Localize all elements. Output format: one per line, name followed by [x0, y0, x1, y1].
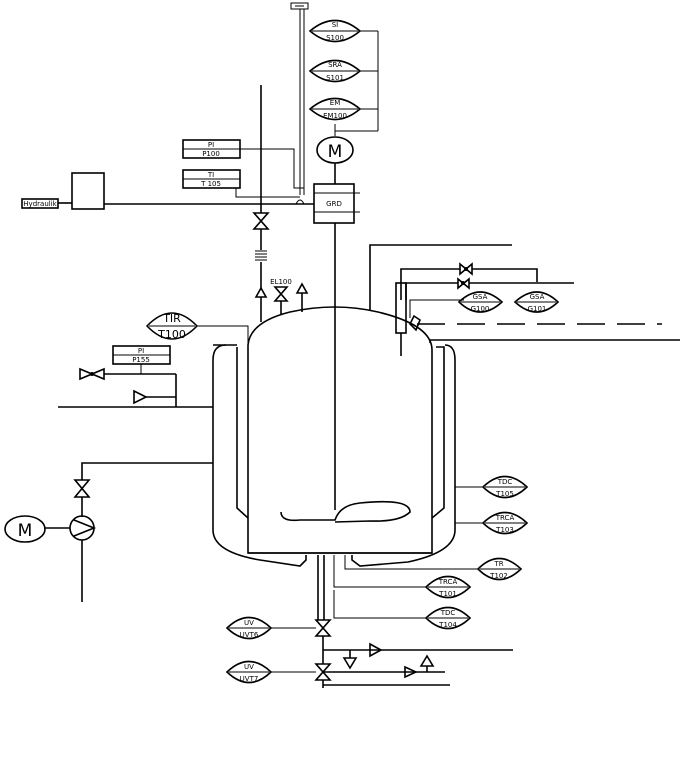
svg-text:G100: G100	[471, 305, 490, 313]
bottom-outlet	[314, 555, 513, 688]
svg-text:TRCA: TRCA	[438, 578, 458, 586]
svg-text:EL100: EL100	[270, 278, 292, 286]
svg-text:TRCA: TRCA	[495, 514, 515, 522]
svg-text:S100: S100	[326, 34, 344, 42]
gearbox-label: GRD	[326, 200, 342, 208]
svg-text:SRA: SRA	[328, 61, 342, 69]
instrument-uv-uvt6: UV UVT6	[225, 616, 316, 640]
el100-nozzle: EL100	[270, 278, 309, 314]
svg-text:P100: P100	[202, 150, 220, 158]
svg-text:UVT7: UVT7	[240, 675, 259, 683]
right-top-piping	[369, 244, 680, 356]
svg-text:TDC: TDC	[440, 609, 456, 617]
instrument-tdc-t105: TDC T105	[455, 475, 529, 499]
instrument-gsa-g101: GSA G101	[513, 291, 560, 313]
instrument-tr-t102: TR T102	[344, 555, 523, 581]
svg-text:GSA: GSA	[473, 293, 488, 301]
svg-text:PI: PI	[138, 347, 144, 355]
instrument-gsa-g100: GSA G100	[457, 291, 504, 313]
svg-text:TDC: TDC	[497, 478, 513, 486]
reactor-vessel	[212, 306, 456, 567]
instrument-tir-t100: TIR T100	[145, 312, 249, 345]
svg-text:P155: P155	[132, 356, 150, 364]
pump	[69, 515, 95, 541]
svg-text:TI: TI	[207, 171, 214, 179]
agitator-blade	[280, 500, 411, 523]
svg-text:SI: SI	[332, 21, 339, 29]
svg-text:T104: T104	[438, 621, 457, 629]
hydraulic-unit: Hydraulik	[21, 172, 314, 210]
instrument-em: EM EM100	[308, 97, 362, 121]
svg-text:UV: UV	[244, 619, 254, 627]
instrument-trca-t103: TRCA T103	[455, 511, 529, 535]
pump-motor	[4, 515, 46, 543]
svg-text:T101: T101	[438, 590, 457, 598]
instrument-sra: SRA S101	[308, 59, 362, 83]
top-nozzle-pipe	[252, 85, 270, 322]
agitator-motor-label: M	[328, 142, 343, 162]
svg-text:S101: S101	[326, 74, 344, 82]
outer-jacket	[212, 344, 307, 567]
svg-text:UVT6: UVT6	[240, 631, 259, 639]
svg-text:T102: T102	[489, 572, 508, 580]
hydraulic-tank	[71, 172, 105, 210]
svg-text:T103: T103	[495, 526, 514, 534]
pump-loop: M	[4, 462, 213, 602]
svg-text:UV: UV	[244, 663, 254, 671]
agitator-drive: M GRD	[290, 2, 379, 510]
svg-text:EM100: EM100	[323, 112, 347, 120]
svg-text:G101: G101	[528, 305, 547, 313]
instrument-ti-t105: TI T 105	[182, 169, 300, 198]
svg-text:EM: EM	[330, 99, 340, 107]
instrument-si: SI S100	[308, 19, 362, 43]
svg-text:T100: T100	[157, 328, 186, 341]
instrument-pi-p155: PI P155	[58, 345, 213, 408]
pump-motor-label: M	[18, 521, 33, 541]
svg-text:TR: TR	[493, 560, 503, 568]
instrument-uv-uvt7: UV UVT7	[225, 660, 316, 684]
svg-text:T105: T105	[495, 490, 514, 498]
instrument-tdc-t104: TDC T104	[333, 590, 472, 630]
hydraulic-label: Hydraulik	[23, 200, 57, 208]
instrument-pi-p100: PI P100	[182, 139, 304, 189]
svg-text:PI: PI	[208, 141, 214, 149]
svg-text:TIR: TIR	[162, 312, 181, 325]
instrument-trca-t101: TRCA T101	[333, 555, 472, 599]
svg-text:GSA: GSA	[530, 293, 545, 301]
svg-text:T 105: T 105	[200, 180, 221, 188]
